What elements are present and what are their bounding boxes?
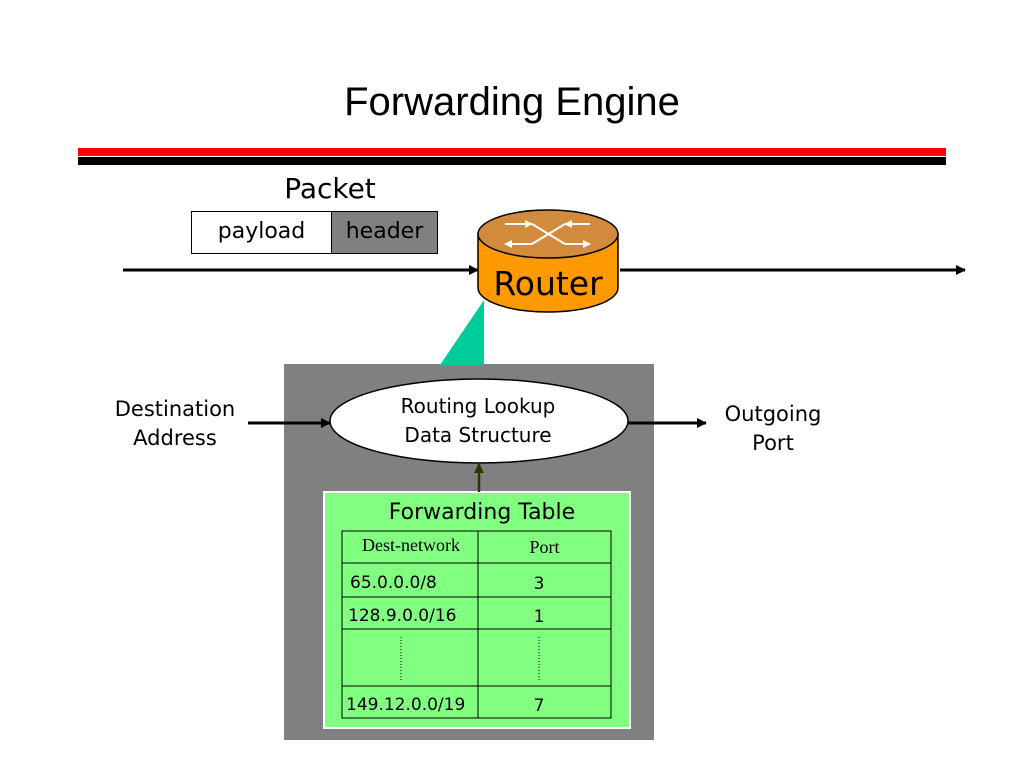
table-cell-port: 1 bbox=[533, 607, 545, 627]
table-cell-port: 7 bbox=[533, 696, 545, 716]
lookup-label-line2: Data Structure bbox=[404, 423, 552, 447]
lookup-label-line1: Routing Lookup bbox=[400, 394, 556, 418]
table-cell-network: 128.9.0.0/16 bbox=[348, 606, 457, 626]
router-icon bbox=[477, 209, 619, 313]
outgoing-label-line1: Outgoing bbox=[724, 402, 822, 426]
destination-label-line2: Address bbox=[133, 426, 217, 450]
packet-label: Packet bbox=[284, 172, 376, 205]
router-label: Router bbox=[493, 264, 603, 303]
table-cell-network: 149.12.0.0/19 bbox=[346, 695, 466, 715]
table-header-network: Dest-network bbox=[362, 535, 460, 555]
table-cell-port: 3 bbox=[533, 574, 545, 594]
router-connector bbox=[440, 300, 484, 365]
destination-label-line1: Destination bbox=[114, 397, 236, 421]
packet-header: header bbox=[331, 211, 438, 254]
title-underline-black bbox=[78, 157, 946, 165]
outgoing-label-line2: Port bbox=[752, 431, 794, 455]
page-title: Forwarding Engine bbox=[344, 80, 680, 124]
destination-address-label: Destination Address bbox=[100, 395, 250, 453]
packet-payload: payload bbox=[191, 211, 332, 254]
forwarding-table-title: Forwarding Table bbox=[388, 500, 576, 525]
table-cell-network: 65.0.0.0/8 bbox=[350, 573, 437, 593]
outgoing-port-label: Outgoing Port bbox=[698, 400, 848, 458]
table-header-port: Port bbox=[529, 537, 560, 557]
title-underline-red bbox=[78, 148, 946, 156]
lookup-label: Routing Lookup Data Structure bbox=[330, 392, 626, 450]
forwarding-table-grid bbox=[341, 530, 612, 719]
